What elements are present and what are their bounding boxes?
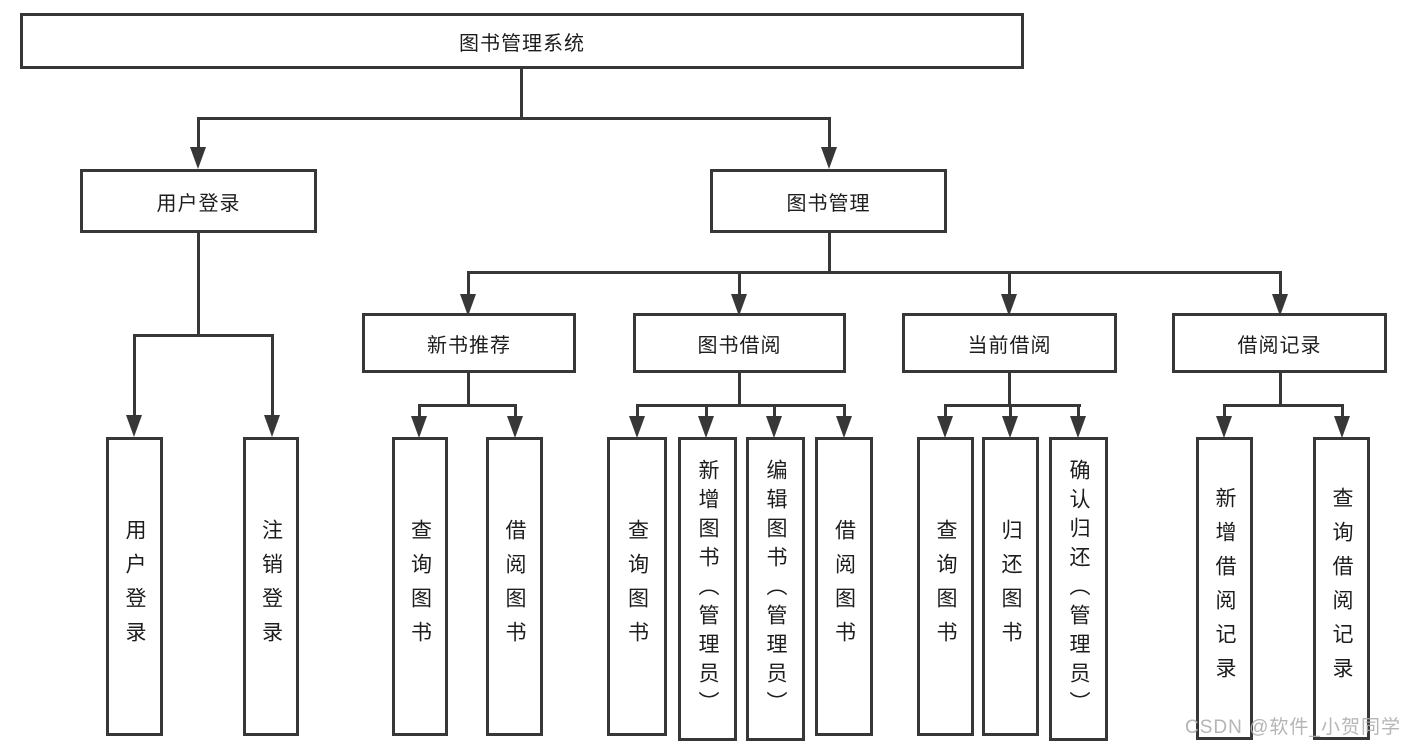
arrowhead-down-icon (1272, 294, 1288, 316)
node-book-borrow: 图书借阅 (633, 313, 846, 373)
node-library-management-system: 图书管理系统 (20, 13, 1024, 69)
connector-line (1223, 404, 1344, 407)
connector-line (1009, 404, 1012, 418)
csdn-watermark: CSDN @软件_小贺同学 (1185, 717, 1401, 738)
leaf-query-books-current: 查询图书 (917, 437, 974, 736)
arrowhead-down-icon (1001, 294, 1017, 316)
connector-line (133, 334, 136, 418)
connector-line (197, 117, 831, 120)
arrowhead-down-icon (126, 415, 142, 437)
arrowhead-down-icon (698, 416, 714, 438)
connector-line (1341, 404, 1344, 418)
connector-line (944, 404, 947, 418)
connector-line (1077, 404, 1080, 418)
connector-line (514, 404, 517, 418)
arrowhead-down-icon (1070, 416, 1086, 438)
leaf-borrow-books-recommend: 借阅图书 (486, 437, 543, 736)
node-current-borrow: 当前借阅 (902, 313, 1117, 373)
leaf-user-login: 用户登录 (106, 437, 163, 736)
node-book-management: 图书管理 (710, 169, 947, 233)
connector-line (738, 372, 741, 407)
connector-line (944, 404, 1081, 407)
connector-line (705, 404, 708, 418)
arrowhead-down-icon (1216, 416, 1232, 438)
leaf-label: 新增借阅记录 (1213, 486, 1236, 691)
arrowhead-down-icon (190, 147, 206, 169)
connector-line (418, 404, 421, 418)
connector-line (1223, 404, 1226, 418)
leaf-query-books-recommend: 查询图书 (392, 437, 448, 736)
node-label: 图书管理系统 (459, 32, 585, 55)
connector-line (828, 117, 831, 150)
connector-line (828, 233, 831, 274)
connector-line (133, 334, 274, 337)
connector-line (1008, 271, 1011, 298)
leaf-logout: 注销登录 (243, 437, 299, 736)
node-user-login: 用户登录 (80, 169, 317, 233)
leaf-label: 查询借阅记录 (1330, 486, 1353, 691)
connector-line (1008, 372, 1011, 407)
arrowhead-down-icon (836, 416, 852, 438)
leaf-label: 借阅图书 (503, 518, 526, 655)
leaf-label: 确认归还（管理员） (1067, 458, 1090, 720)
node-label: 借阅记录 (1237, 334, 1322, 357)
connector-line (271, 334, 274, 418)
arrowhead-down-icon (1334, 416, 1350, 438)
node-label: 当前借阅 (967, 334, 1052, 357)
leaf-label: 查询图书 (625, 518, 649, 655)
node-new-book-recommend: 新书推荐 (362, 313, 576, 373)
leaf-query-borrow-record: 查询借阅记录 (1313, 437, 1370, 740)
node-label: 图书借阅 (697, 334, 782, 357)
node-label: 用户登录 (156, 192, 241, 215)
arrowhead-down-icon (937, 416, 953, 438)
leaf-add-books-admin: 新增图书（管理员） (678, 437, 737, 741)
leaf-confirm-return-admin: 确认归还（管理员） (1049, 437, 1108, 741)
leaf-label: 新增图书（管理员） (696, 458, 719, 720)
arrowhead-down-icon (731, 294, 747, 316)
leaf-label: 注销登录 (259, 518, 283, 655)
connector-line (636, 404, 846, 407)
arrowhead-down-icon (629, 416, 645, 438)
leaf-borrow-books: 借阅图书 (815, 437, 873, 736)
arrowhead-down-icon (821, 147, 837, 169)
connector-line (467, 271, 1282, 274)
leaf-label: 借阅图书 (832, 518, 856, 655)
connector-line (738, 271, 741, 298)
leaf-edit-books-admin: 编辑图书（管理员） (746, 437, 805, 741)
arrowhead-down-icon (264, 415, 280, 437)
leaf-label: 查询图书 (408, 518, 432, 655)
connector-line (467, 372, 470, 407)
leaf-label: 归还图书 (999, 518, 1022, 655)
arrowhead-down-icon (507, 416, 523, 438)
connector-line (520, 68, 523, 120)
leaf-label: 用户登录 (123, 518, 146, 655)
node-borrow-record: 借阅记录 (1172, 313, 1387, 373)
arrowhead-down-icon (766, 416, 782, 438)
arrowhead-down-icon (411, 416, 427, 438)
leaf-label: 编辑图书（管理员） (764, 458, 787, 720)
connector-line (197, 233, 200, 337)
connector-line (843, 404, 846, 418)
connector-line (197, 117, 200, 150)
connector-line (1279, 271, 1282, 298)
node-label: 图书管理 (786, 192, 871, 215)
leaf-return-books: 归还图书 (982, 437, 1039, 736)
connector-line (773, 404, 776, 418)
connector-line (418, 404, 517, 407)
node-label: 新书推荐 (427, 334, 511, 357)
arrowhead-down-icon (460, 294, 476, 316)
leaf-add-borrow-record: 新增借阅记录 (1196, 437, 1253, 740)
connector-line (467, 271, 470, 298)
connector-line (636, 404, 639, 418)
connector-line (1279, 372, 1282, 407)
arrowhead-down-icon (1002, 416, 1018, 438)
leaf-query-books-borrow: 查询图书 (607, 437, 667, 736)
leaf-label: 查询图书 (934, 518, 957, 655)
